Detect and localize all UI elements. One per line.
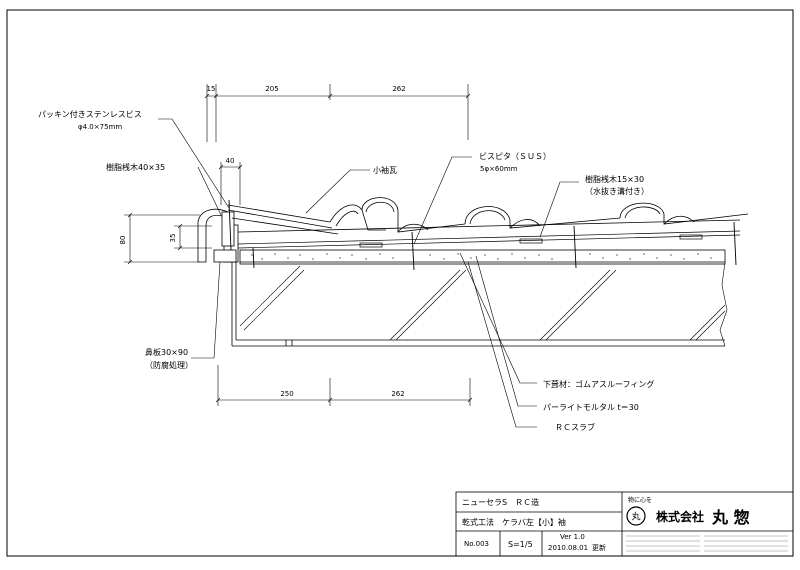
sheet-border (6, 9, 794, 557)
label-fascia-board: 鼻板30×90 (145, 347, 188, 357)
company-logo-icon (626, 506, 646, 526)
label-packing-screw-size: φ4.0×75mm (78, 123, 122, 131)
label-screw-pita: ビスピタ（ＳＵＳ） (479, 152, 551, 161)
roof-tiles (197, 197, 749, 263)
label-fascia-board-note: （防腐処理） (145, 360, 193, 370)
logo-caption: 物に心を (628, 496, 652, 504)
company-name: 丸 惣 (711, 508, 750, 527)
company-label: 株式会社 (656, 509, 704, 524)
title-date: 2010.08.01 (548, 544, 588, 552)
label-mortar: パーライトモルタル t＝30 (543, 403, 639, 412)
resin-batten-40x35 (221, 211, 235, 247)
title-scale: S=1/5 (508, 540, 533, 549)
dim-height-35: 35 (169, 234, 177, 243)
bottom-dimension-group (215, 365, 473, 406)
label-small-tile: 小袖瓦 (373, 165, 397, 175)
mortar-dots (251, 253, 712, 260)
label-resin-batten-15-note: （水抜き溝付き） (585, 186, 649, 196)
title-method: 乾式工法 ケラバ左【小】袖 (462, 517, 566, 527)
title-product: ニューセラS ＲＣ造 (462, 497, 539, 507)
dim-height-80: 80 (119, 236, 127, 245)
title-number: No.003 (464, 540, 489, 548)
dim-top-15: 15 (207, 85, 216, 93)
slab-hatch (239, 265, 726, 341)
board-width-dimension (218, 162, 243, 205)
underlay-battens (237, 230, 741, 249)
label-packing-screw: パッキン付きステンレスビス (38, 109, 142, 119)
label-rc-slab: ＲＣスラブ (555, 422, 595, 432)
label-screw-pita-size: 5φ×60mm (480, 165, 518, 173)
office-address-lines (626, 535, 788, 552)
label-resin-batten-15: 樹脂桟木15×30 (585, 174, 644, 184)
logo-mark: 丸 (631, 511, 640, 523)
dim-board-40: 40 (226, 157, 235, 165)
top-dimension-group (204, 84, 471, 142)
label-resin-batten-40: 樹脂桟木40×35 (106, 162, 165, 172)
height-dimension-group (124, 212, 212, 265)
leader-lines (158, 118, 579, 428)
title-version: Ver 1.0 (560, 533, 585, 541)
mortar-layer (239, 249, 726, 265)
dim-top-262: 262 (392, 85, 405, 93)
dim-bottom-262: 262 (391, 390, 404, 398)
slab-break-line (719, 261, 728, 347)
rc-slab (231, 262, 725, 347)
dim-bottom-250: 250 (280, 390, 293, 398)
title-block-frame (455, 491, 794, 557)
dim-top-205: 205 (265, 85, 278, 93)
screws (228, 199, 737, 271)
title-date-note: 更新 (592, 543, 606, 552)
label-underlay: 下葺材：ゴムアスルーフィング (543, 379, 654, 389)
